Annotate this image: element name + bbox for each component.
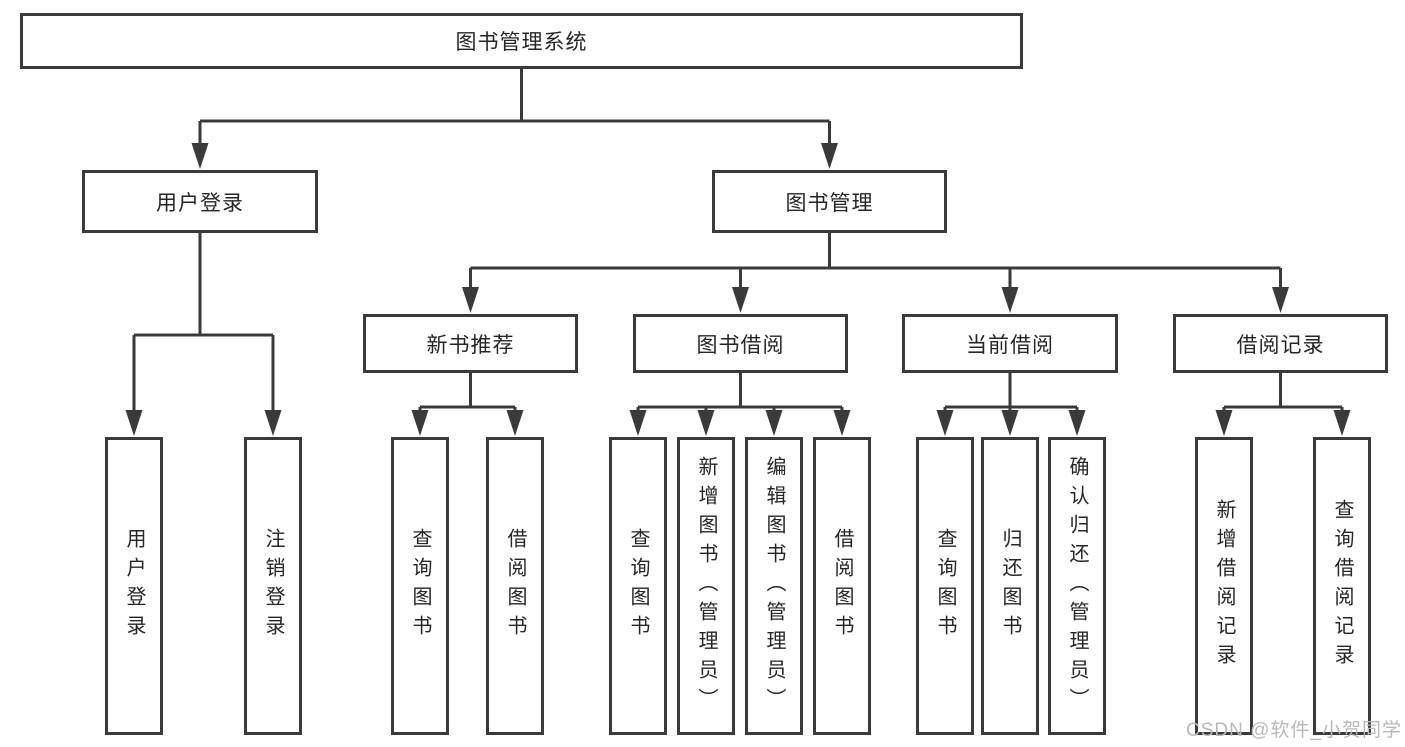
leaf-edit-books-admin: 编辑图书（管理员） bbox=[745, 437, 803, 735]
node-book-borrowing: 图书借阅 bbox=[633, 314, 848, 373]
leaf-add-borrow-record: 新增借阅记录 bbox=[1195, 437, 1253, 735]
csdn-watermark: CSDN @软件_小贺同学 bbox=[1186, 720, 1402, 741]
leaf-logout: 注销登录 bbox=[244, 437, 302, 735]
node-new-book-recommend: 新书推荐 bbox=[363, 314, 578, 373]
connector-book-borrow-children bbox=[629, 373, 851, 436]
node-book-management: 图书管理 bbox=[712, 170, 947, 233]
node-root-library-system: 图书管理系统 bbox=[20, 13, 1023, 69]
leaf-confirm-return-admin: 确认归还（管理员） bbox=[1048, 437, 1106, 735]
node-borrowing-records: 借阅记录 bbox=[1173, 314, 1388, 373]
leaf-add-books-admin: 新增图书（管理员） bbox=[677, 437, 735, 735]
leaf-query-books-2: 查询图书 bbox=[609, 437, 667, 735]
connector-user-login-children bbox=[125, 233, 282, 436]
connector-root-to-level2 bbox=[191, 69, 838, 169]
leaf-query-borrow-record: 查询借阅记录 bbox=[1313, 437, 1371, 735]
connector-new-book-children bbox=[411, 373, 524, 436]
connector-borrow-records-children bbox=[1215, 373, 1351, 436]
leaf-query-books-1: 查询图书 bbox=[391, 437, 449, 735]
leaf-borrow-books-1: 借阅图书 bbox=[486, 437, 544, 735]
leaf-query-books-3: 查询图书 bbox=[916, 437, 974, 735]
connector-current-borrow-children bbox=[936, 373, 1086, 436]
leaf-borrow-books-2: 借阅图书 bbox=[813, 437, 871, 735]
connector-book-mgmt-children bbox=[462, 233, 1289, 313]
leaf-user-login: 用户登录 bbox=[105, 437, 163, 735]
node-current-borrowing: 当前借阅 bbox=[902, 314, 1118, 373]
leaf-return-books: 归还图书 bbox=[981, 437, 1039, 735]
node-user-login: 用户登录 bbox=[82, 170, 318, 233]
